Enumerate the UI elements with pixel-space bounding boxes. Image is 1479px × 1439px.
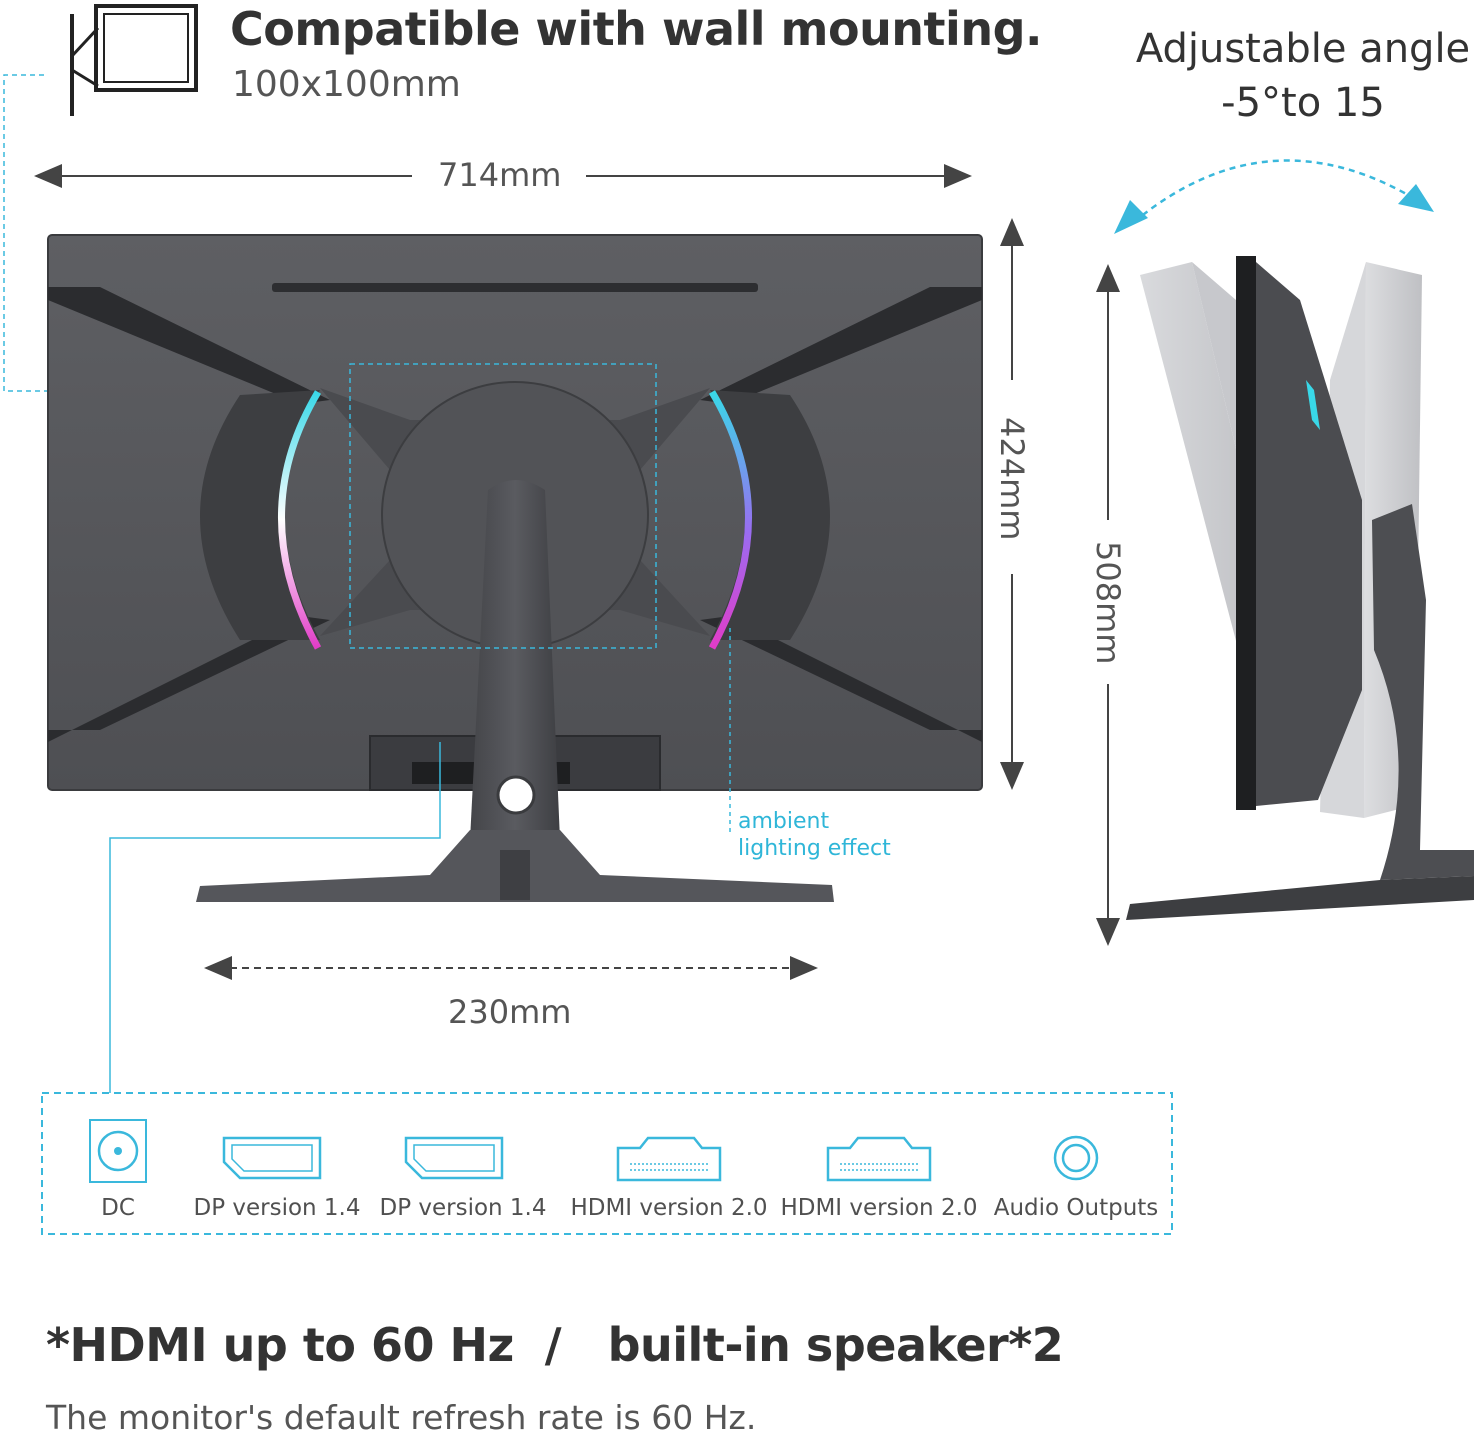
angle-line-1: Adjustable angle [1135,26,1471,72]
audio-jack-icon [1053,1135,1099,1181]
dc-power-icon [89,1119,147,1183]
width-dimension: 714mm [438,156,562,194]
port-label-audio: Audio Outputs [993,1195,1159,1221]
displayport-icon [222,1136,322,1180]
footer-title-text: *HDMI up to 60 Hz / built-in speaker*2 [46,1318,1064,1372]
side-view-monitor [1126,256,1474,920]
vesa-size: 100x100mm [232,64,461,105]
port-label-hdmi-1: HDMI version 2.0 [570,1195,768,1221]
hdmi-speaker-title: *HDMI up to 60 Hz / built-in speaker*2 [46,1318,1064,1372]
port-label-hdmi-2: HDMI version 2.0 [780,1195,978,1221]
port-label-dc: DC [101,1195,135,1221]
angle-line-2: -5°to 15 [1221,80,1385,126]
ambient-lighting-label: ambient lighting effect [738,808,891,862]
ambient-line-1: ambient [738,809,830,834]
adjustable-angle-title: Adjustable angle -5°to 15 [1120,22,1479,130]
wall-mount-icon [70,4,198,116]
stand-width-arrow [204,956,818,980]
width-arrow [34,164,972,188]
displayport-icon [404,1136,504,1180]
monitor-stand [196,480,834,902]
refresh-rate-note: The monitor's default refresh rate is 60… [46,1398,757,1437]
hdmi-icon [826,1136,932,1182]
port-label-dp-1: DP version 1.4 [193,1195,361,1221]
stand-width-dimension: 230mm [448,993,572,1031]
hdmi-icon [616,1136,722,1182]
total-height-dimension: 508mm [1089,541,1127,665]
height-dimension: 424mm [993,417,1031,541]
total-height-arrow [1096,264,1120,946]
wall-mount-title: Compatible with wall mounting. [230,2,1042,56]
port-label-dp-2: DP version 1.4 [379,1195,547,1221]
height-arrow [1000,218,1024,790]
ambient-line-2: lighting effect [738,836,891,861]
